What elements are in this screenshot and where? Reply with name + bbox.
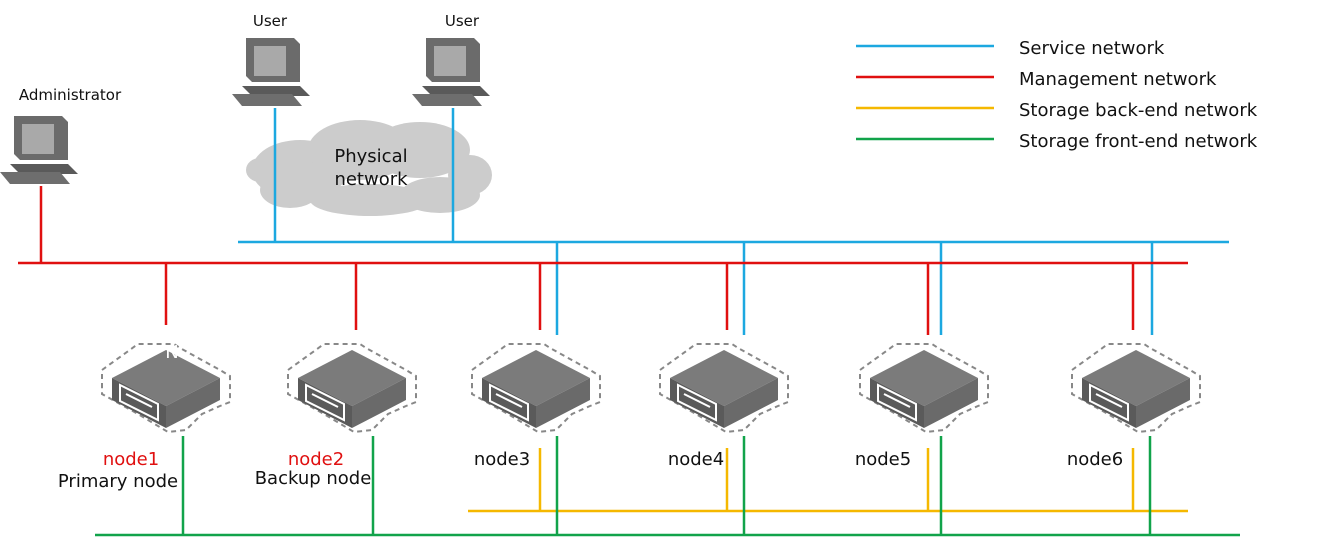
user-terminal-2[interactable]: User [412,12,490,106]
legend: Service network Management network Stora… [856,38,1258,152]
cloud-blob [246,158,274,182]
physical-network-cloud: Physical network [246,120,492,216]
cloud-blob [370,122,470,178]
server-icon-node5[interactable] [859,343,989,433]
administrator-terminal[interactable]: Administrator [0,86,122,184]
cloud-blob [310,184,430,216]
node5-label: node5 [855,449,911,470]
computer-icon [0,116,78,184]
user-label-1: User [253,12,288,30]
node6-label: node6 [1067,449,1123,470]
node4-label: node4 [668,449,724,470]
computer-icon [232,38,310,106]
administrator-label: Administrator [19,86,122,104]
legend-label-storage-frontend: Storage front-end network [1019,131,1258,152]
server-nodes [101,343,1201,433]
server-icon-node2[interactable] [287,343,417,433]
server-icon-node4[interactable] [659,343,789,433]
server-icon-node6[interactable] [1071,343,1201,433]
user-terminal-1[interactable]: User [232,12,310,106]
node1-label: node1 [103,449,159,470]
node-labels: node1 Primary node node2 Backup node nod… [58,342,1123,492]
legend-label-storage-backend: Storage back-end network [1019,100,1258,121]
node3-label: node3 [474,449,530,470]
cloud-label-line2: network [334,169,408,190]
node2-role: Backup node [255,468,372,489]
cloud-label-line1: Physical [334,146,407,167]
node2-label: node2 [288,449,344,470]
server-icon-node3[interactable] [471,343,601,433]
node1-role: Primary node [58,471,178,492]
legend-label-service: Service network [1019,38,1165,59]
computer-icon [412,38,490,106]
user-label-2: User [445,12,480,30]
primary-node-badge: N [165,342,178,363]
legend-label-management: Management network [1019,69,1217,90]
network-links [18,108,1240,537]
